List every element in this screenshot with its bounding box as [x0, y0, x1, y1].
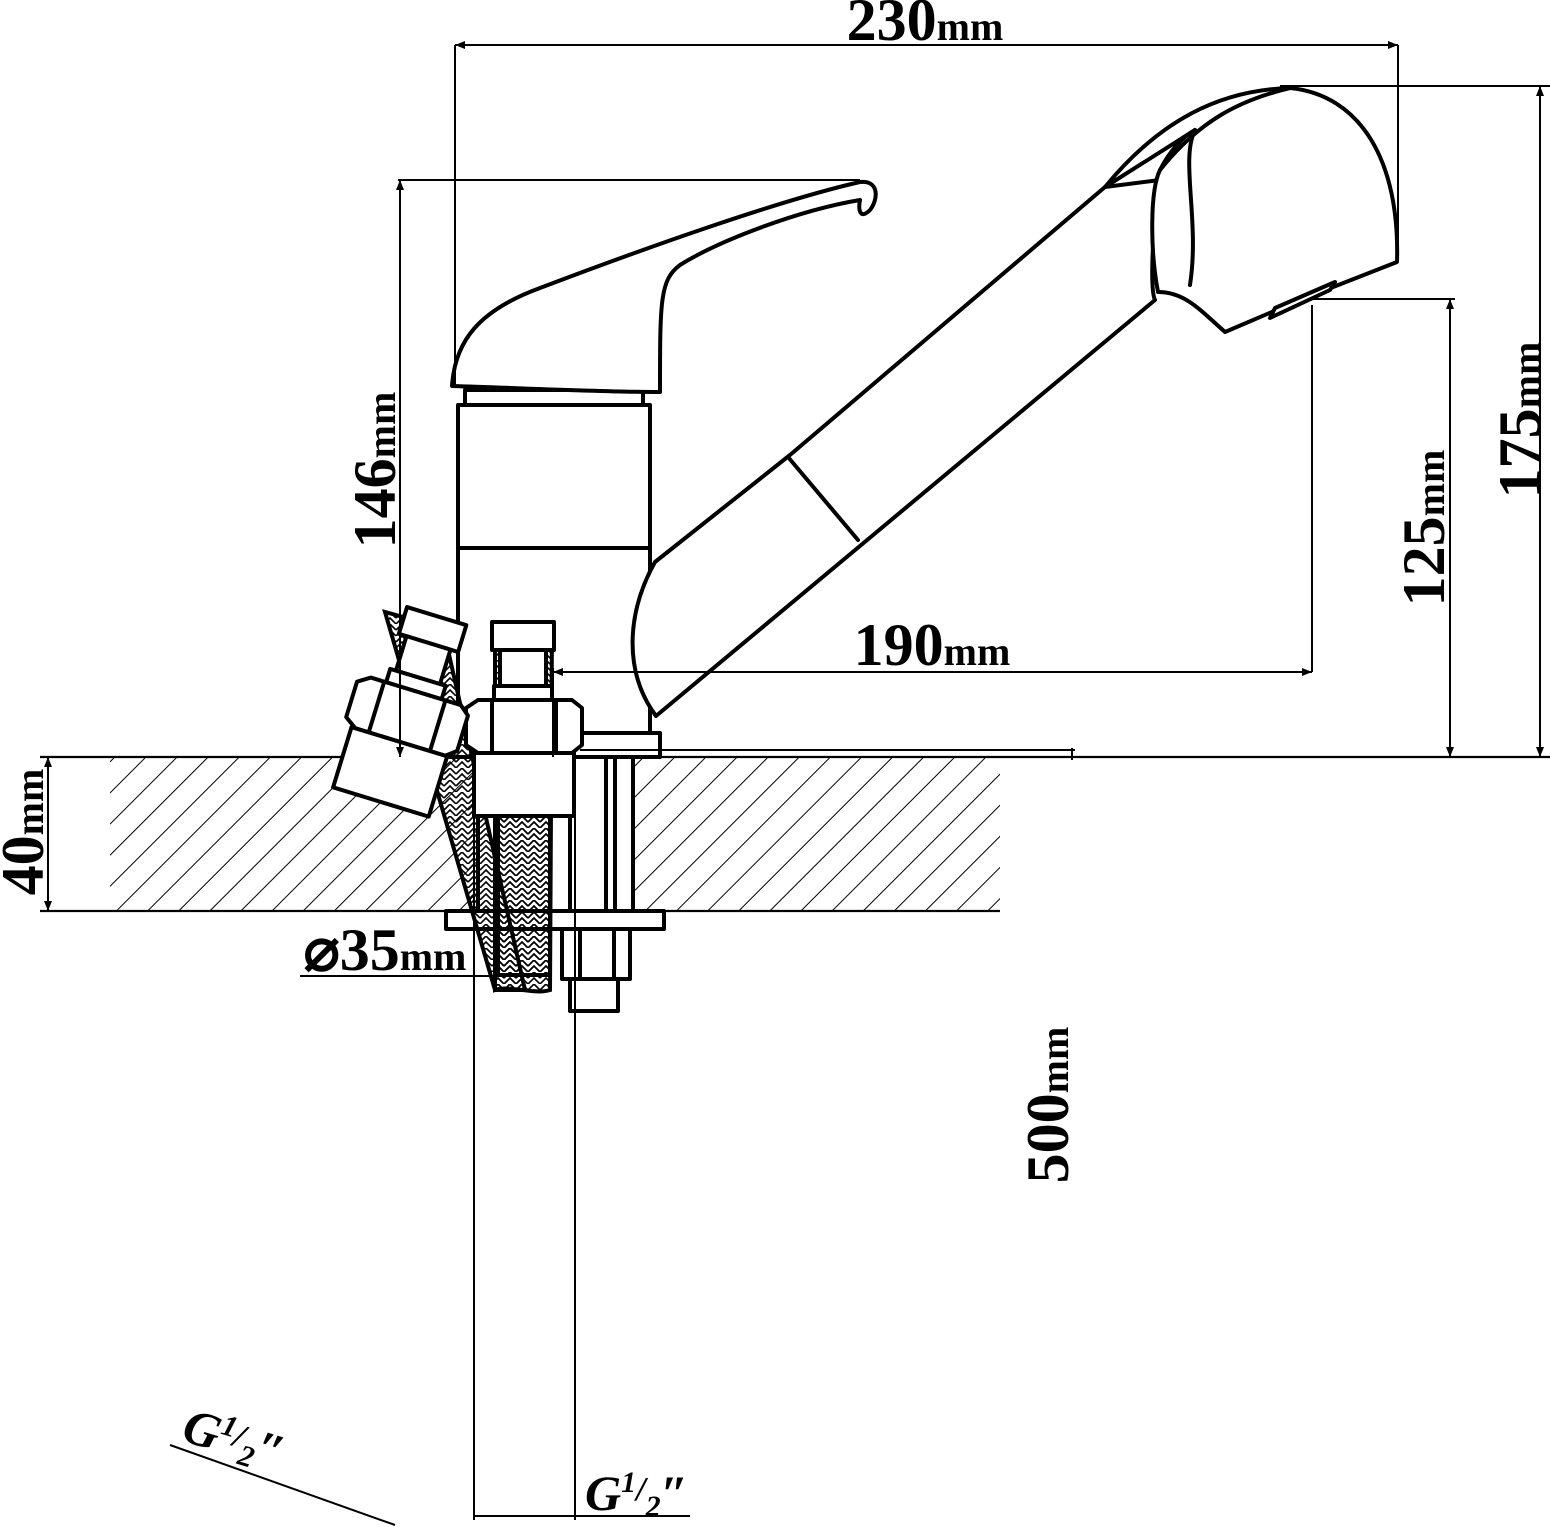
- dim-hose-length-label: 500mm: [1015, 1027, 1081, 1184]
- thread-left-label: G1/2″: [176, 1397, 292, 1483]
- thread-right-label: G1/2″: [585, 1465, 688, 1523]
- dim-counter-label: 40mm: [0, 769, 56, 896]
- spray-head-top-edge: [1158, 86, 1292, 172]
- mounting-nut: [560, 927, 632, 981]
- dimension-lines: [44, 41, 1550, 1526]
- hose-straight-collar: [492, 684, 554, 702]
- dim-diameter-label: ⌀35mm: [304, 917, 467, 983]
- spray-head-inner: [1187, 128, 1197, 287]
- countertop: [40, 755, 1550, 913]
- mounting-stud-end: [568, 977, 620, 1013]
- dim-handle-height-label: 146mm: [342, 392, 408, 549]
- hoses: [331, 605, 584, 994]
- dim-width-label: 230mm: [847, 0, 1004, 53]
- dim-total-height-label: 175mm: [1487, 342, 1550, 499]
- countertop-hatch-right: [633, 757, 1000, 911]
- dim-spout-height-label: 125mm: [1391, 450, 1457, 607]
- hose-straight-hex-nut: [464, 698, 584, 755]
- handle-lever: [450, 179, 878, 394]
- dim-reach-label: 190mm: [854, 612, 1011, 678]
- spray-nozzle: [1268, 280, 1337, 320]
- hose-straight-ferrule: [490, 620, 556, 652]
- dim-thread-left-line: [169, 1444, 396, 1526]
- hose-straight-neck: [498, 648, 548, 688]
- spout-seam: [786, 455, 860, 542]
- mounting-shank-right: [613, 755, 635, 914]
- hose-straight-thread: [472, 751, 576, 818]
